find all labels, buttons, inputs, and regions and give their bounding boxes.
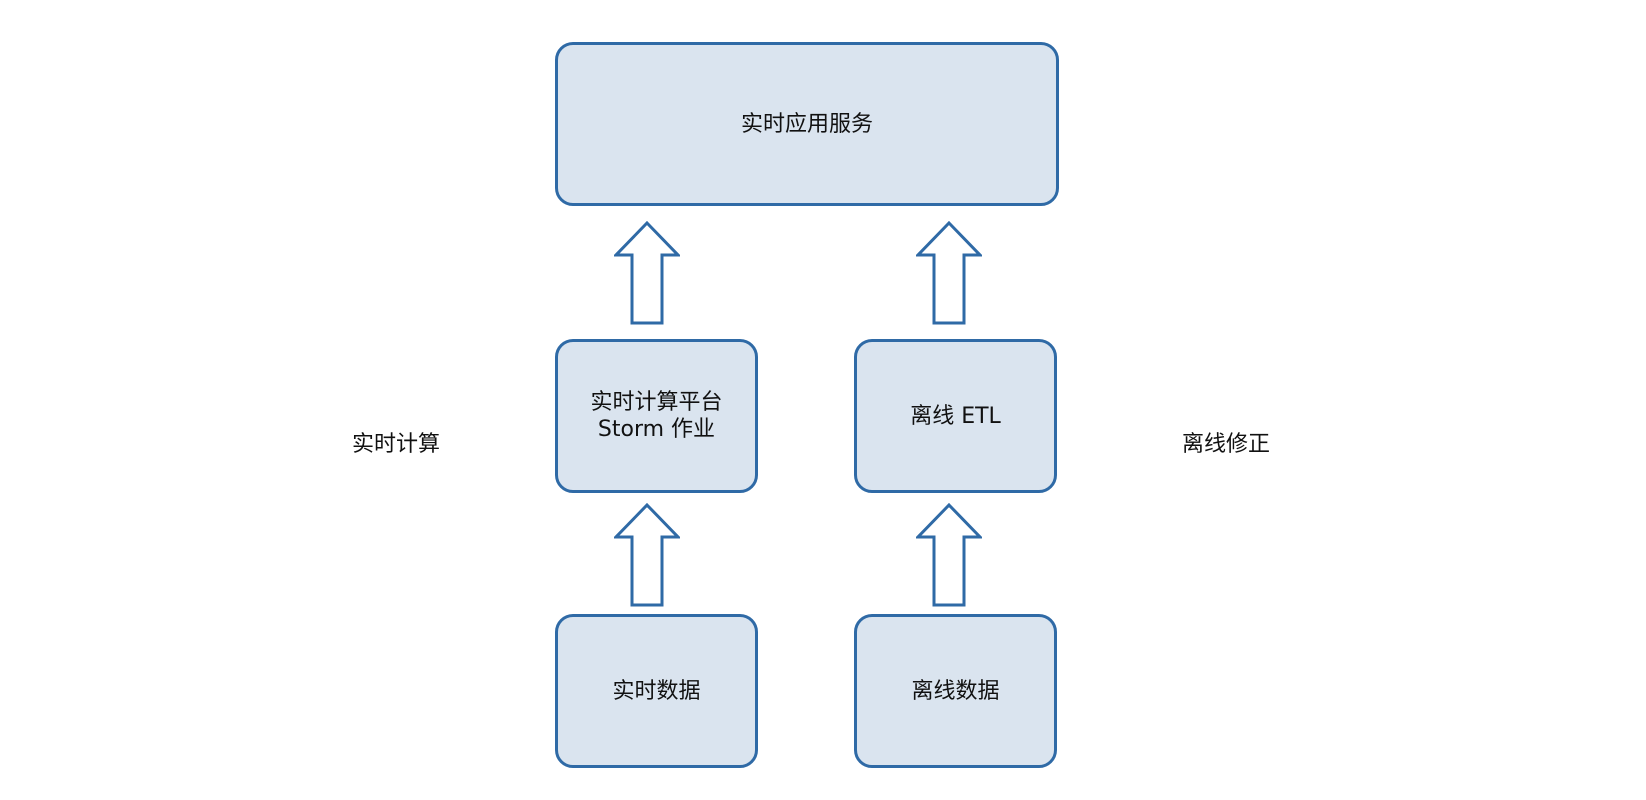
offline-etl-box: 离线 ETL (854, 339, 1057, 493)
app-service-label: 实时应用服务 (740, 111, 873, 137)
realtime-data-box: 实时数据 (555, 614, 758, 768)
app-service-box: 实时应用服务 (555, 42, 1059, 206)
arrow-offline-data-to-etl (916, 503, 982, 607)
realtime-platform-box: 实时计算平台 Storm 作业 (555, 339, 758, 493)
arrow-etl-to-service (916, 221, 982, 325)
offline-data-box: 离线数据 (854, 614, 1057, 768)
realtime-platform-label-line1: 实时计算平台 (590, 390, 723, 415)
realtime-compute-label: 实时计算 (352, 432, 441, 457)
realtime-data-label: 实时数据 (612, 678, 701, 704)
offline-correction-label: 离线修正 (1182, 432, 1271, 457)
offline-data-label: 离线数据 (911, 678, 1000, 704)
arrow-platform-to-service (614, 221, 680, 325)
offline-etl-label: 离线 ETL (910, 403, 1001, 429)
arrow-realtime-data-to-platform (614, 503, 680, 607)
realtime-platform-label-line2: Storm 作业 (597, 417, 716, 442)
